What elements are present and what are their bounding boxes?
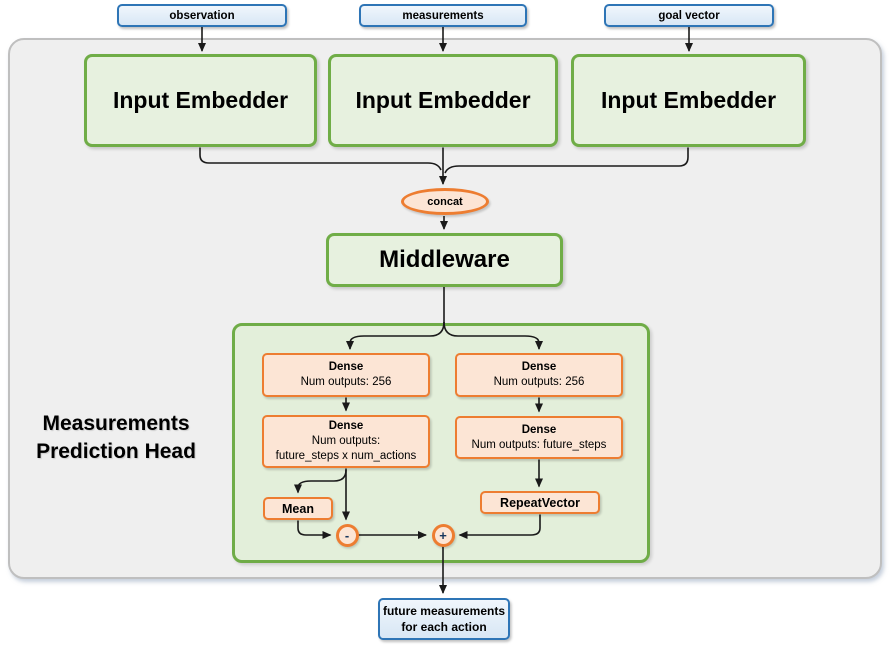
dense-right-2: Dense Num outputs: future_steps xyxy=(455,416,623,459)
input-embedder-label: Input Embedder xyxy=(355,87,531,113)
middleware-node: Middleware xyxy=(326,233,563,287)
dense-left-1: Dense Num outputs: 256 xyxy=(262,353,430,397)
input-observation-label: observation xyxy=(169,9,235,22)
output-label-line2: for each action xyxy=(401,620,487,634)
repeat-vector-label: RepeatVector xyxy=(500,495,580,510)
arrow-split-right xyxy=(443,321,543,350)
subtract-op-label: - xyxy=(344,527,350,543)
merge-line-right xyxy=(444,147,689,174)
mean-node: Mean xyxy=(263,497,333,520)
input-measurements-label: measurements xyxy=(402,9,484,22)
concat-node: concat xyxy=(401,188,489,215)
dense-title: Dense xyxy=(521,423,557,436)
input-embedder-observation: Input Embedder xyxy=(84,54,317,147)
input-node-goal-vector: goal vector xyxy=(604,4,774,27)
output-node: future measurements for each action xyxy=(378,598,510,640)
input-node-observation: observation xyxy=(117,4,287,27)
arrow-repeat-to-plus xyxy=(458,514,541,539)
mean-label: Mean xyxy=(282,501,314,516)
arrow-dense2-to-mean xyxy=(294,469,347,494)
prediction-head-title-line1: Measurements xyxy=(42,412,190,435)
prediction-head-title: Measurements Prediction Head xyxy=(10,410,222,466)
dense-subtitle-line2: future_steps x num_actions xyxy=(275,450,417,462)
dense-subtitle: Num outputs: 256 xyxy=(300,376,392,388)
arrow-split-left xyxy=(346,321,445,350)
prediction-head-title-line2: Prediction Head xyxy=(36,440,196,463)
input-node-measurements: measurements xyxy=(359,4,527,27)
input-embedder-label: Input Embedder xyxy=(112,87,289,113)
dense-title: Dense xyxy=(328,361,364,373)
output-label-line1: future measurements xyxy=(382,604,506,618)
input-embedder-goal-vector: Input Embedder xyxy=(571,54,806,147)
input-goal-vector-label: goal vector xyxy=(658,9,720,22)
middleware-label: Middleware xyxy=(379,246,510,273)
dense-subtitle: Num outputs: 256 xyxy=(493,376,585,388)
dense-left-2: Dense Num outputs: future_steps x num_ac… xyxy=(262,415,430,468)
input-embedder-label: Input Embedder xyxy=(600,87,777,113)
concat-label: concat xyxy=(427,195,463,208)
arrow-mean-to-minus xyxy=(297,520,332,539)
repeat-vector-node: RepeatVector xyxy=(480,491,600,514)
dense-subtitle-line1: Num outputs: xyxy=(311,435,381,447)
add-op-node: + xyxy=(431,523,455,547)
subtract-op-node: - xyxy=(335,523,359,547)
input-embedder-measurements: Input Embedder xyxy=(328,54,558,147)
dense-title: Dense xyxy=(521,361,557,373)
dense-subtitle: Num outputs: future_steps xyxy=(471,438,607,451)
dense-right-1: Dense Num outputs: 256 xyxy=(455,353,623,397)
dense-title: Dense xyxy=(328,420,364,432)
add-op-label: + xyxy=(439,527,447,543)
merge-line-left xyxy=(199,147,442,171)
